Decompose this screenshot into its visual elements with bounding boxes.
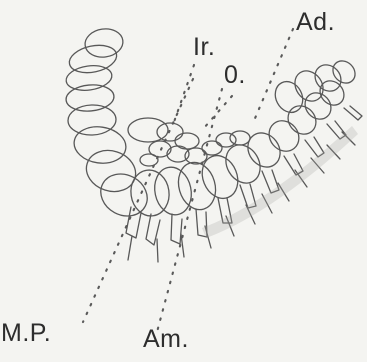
mp-leader-line — [83, 79, 193, 322]
rear-shadow — [202, 126, 358, 238]
mp-label: M.P. — [1, 321, 51, 346]
central-cell-cluster — [128, 118, 250, 166]
ir-label: Ir. — [193, 35, 215, 60]
ad-leader-line — [253, 29, 293, 123]
am-label: Am. — [143, 327, 189, 352]
spine-projections — [128, 132, 355, 262]
right-plate-row — [270, 56, 360, 117]
o-leader-line — [204, 96, 232, 128]
o-label: 0. — [224, 63, 246, 88]
ad-label: Ad. — [296, 10, 335, 35]
left-plate-column — [65, 26, 155, 223]
lower-plate-arc — [128, 76, 349, 218]
